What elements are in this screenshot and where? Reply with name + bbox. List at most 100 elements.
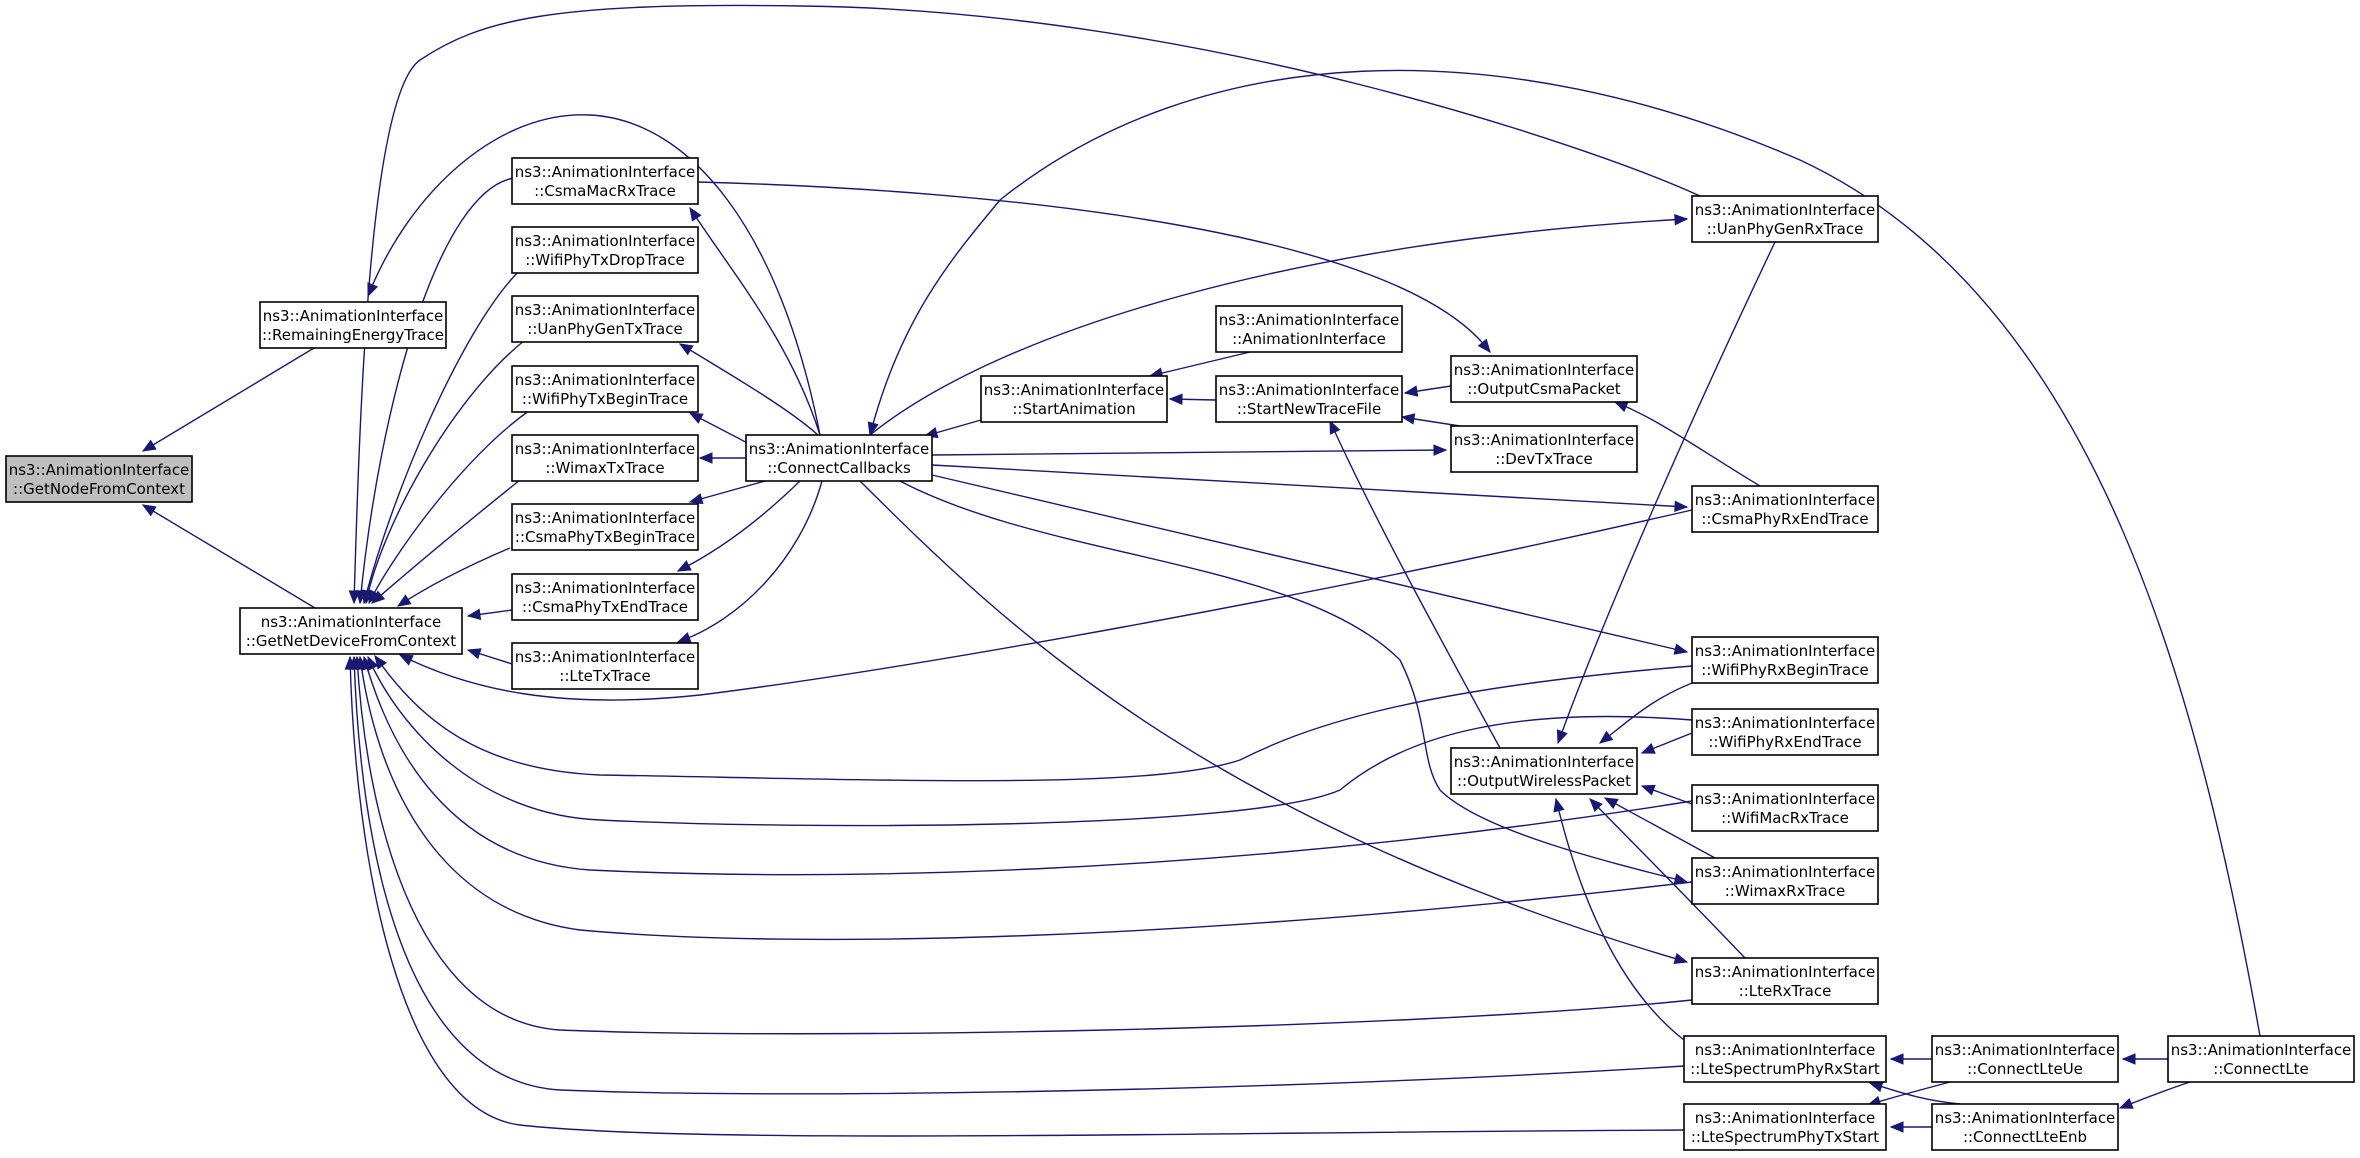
node-LteTxTrace[interactable]: ns3::AnimationInterface::LteTxTrace xyxy=(511,642,699,690)
node-ConnectLteUe[interactable]: ns3::AnimationInterface::ConnectLteUe xyxy=(1931,1035,2119,1083)
edge-arrowhead xyxy=(367,282,379,298)
node-box xyxy=(239,607,463,655)
node-namespace-label: ns3::AnimationInterface xyxy=(1454,361,1635,379)
node-AnimationInterface[interactable]: ns3::AnimationInterface::AnimationInterf… xyxy=(1215,305,1403,353)
node-ConnectCallbacks[interactable]: ns3::AnimationInterface::ConnectCallback… xyxy=(745,434,933,482)
node-OutputCsmaPacket[interactable]: ns3::AnimationInterface::OutputCsmaPacke… xyxy=(1450,355,1638,403)
edge-arrowhead xyxy=(141,439,157,452)
edge-ConnectLteEnb-to-LteSpectrumPhyTxStart xyxy=(1889,1121,1932,1133)
node-WifiPhyRxEndTrace[interactable]: ns3::AnimationInterface::WifiPhyRxEndTra… xyxy=(1691,708,1879,756)
node-method-label: ::WifiPhyRxEndTrace xyxy=(1708,733,1861,751)
edge-ConnectCallbacks-to-WifiPhyRxBeginTrace xyxy=(931,474,1689,655)
node-box xyxy=(1691,708,1879,756)
node-namespace-label: ns3::AnimationInterface xyxy=(9,461,190,479)
edge-arrowhead xyxy=(2121,1053,2136,1065)
edge-WifiMacRxTrace-to-OutputWirelessPacket xyxy=(1640,784,1693,805)
edge-arrowhead xyxy=(688,412,704,424)
node-method-label: ::RemainingEnergyTrace xyxy=(262,326,444,344)
node-WimaxTxTrace[interactable]: ns3::AnimationInterface::WimaxTxTrace xyxy=(511,434,699,482)
edge-CsmaMacRxTrace-to-GetNetDeviceFromContext xyxy=(355,177,515,605)
node-LteSpectrumPhyTxStart[interactable]: ns3::AnimationInterface::LteSpectrumPhyT… xyxy=(1683,1103,1887,1151)
node-box xyxy=(1691,485,1879,533)
edge-LteSpectrumPhyRxStart-to-OutputWirelessPacket xyxy=(1553,797,1685,1041)
edge-arrowhead xyxy=(1673,643,1689,655)
node-namespace-label: ns3::AnimationInterface xyxy=(1695,642,1876,660)
edge-LteRxTrace-to-GetNetDeviceFromContext xyxy=(352,655,1693,1035)
node-method-label: ::LteTxTrace xyxy=(559,667,650,685)
node-CsmaPhyTxBeginTrace[interactable]: ns3::AnimationInterface::CsmaPhyTxBeginT… xyxy=(511,503,699,551)
node-box xyxy=(1683,1035,1887,1083)
edge-line xyxy=(356,656,1693,1035)
edge-LteSpectrumPhyTxStart-to-GetNetDeviceFromContext xyxy=(344,655,1685,1137)
node-WimaxRxTrace[interactable]: ns3::AnimationInterface::WimaxRxTrace xyxy=(1691,857,1879,905)
edges-layer xyxy=(141,4,2261,1137)
node-method-label: ::OutputWirelessPacket xyxy=(1457,772,1631,790)
node-ConnectLte[interactable]: ns3::AnimationInterface::ConnectLte xyxy=(2167,1035,2355,1083)
node-ConnectLteEnb[interactable]: ns3::AnimationInterface::ConnectLteEnb xyxy=(1931,1103,2119,1151)
node-OutputWirelessPacket[interactable]: ns3::AnimationInterface::OutputWirelessP… xyxy=(1450,747,1638,795)
edge-ConnectCallbacks-to-UanPhyGenRxTrace xyxy=(869,213,1689,436)
node-LteSpectrumPhyRxStart[interactable]: ns3::AnimationInterface::LteSpectrumPhyR… xyxy=(1683,1035,1887,1083)
node-box xyxy=(1215,305,1403,353)
node-CsmaPhyTxEndTrace[interactable]: ns3::AnimationInterface::CsmaPhyTxEndTra… xyxy=(511,573,699,621)
node-method-label: ::WimaxTxTrace xyxy=(545,459,664,477)
node-namespace-label: ns3::AnimationInterface xyxy=(1695,491,1876,509)
edge-arrowhead xyxy=(371,590,386,604)
edge-arrowhead xyxy=(1477,338,1491,354)
nodes-layer: ns3::AnimationInterface::GetNodeFromCont… xyxy=(5,157,2355,1151)
node-GetNodeFromContext[interactable]: ns3::AnimationInterface::GetNodeFromCont… xyxy=(5,455,193,503)
node-method-label: ::CsmaPhyTxBeginTrace xyxy=(515,528,695,546)
edge-line xyxy=(371,479,521,604)
edge-ConnectCallbacks-to-RemainingEnergyTrace xyxy=(367,114,821,436)
edge-WimaxTxTrace-to-GetNetDeviceFromContext xyxy=(371,479,521,604)
node-namespace-label: ns3::AnimationInterface xyxy=(263,307,444,325)
edge-LteTxTrace-to-GetNetDeviceFromContext xyxy=(466,648,513,665)
edge-line xyxy=(353,656,1685,1095)
edge-arrowhead xyxy=(676,632,692,643)
edge-arrowhead xyxy=(1400,413,1416,425)
node-WifiMacRxTrace[interactable]: ns3::AnimationInterface::WifiMacRxTrace xyxy=(1691,784,1879,832)
node-namespace-label: ns3::AnimationInterface xyxy=(749,440,930,458)
node-WifiPhyTxBeginTrace[interactable]: ns3::AnimationInterface::WifiPhyTxBeginT… xyxy=(511,365,699,413)
edge-line xyxy=(1604,797,1716,859)
edge-WifiPhyRxBeginTrace-to-OutputWirelessPacket xyxy=(1598,682,1693,744)
edge-arrowhead xyxy=(466,648,482,660)
node-CsmaPhyRxEndTrace[interactable]: ns3::AnimationInterface::CsmaPhyRxEndTra… xyxy=(1691,485,1879,533)
node-StartNewTraceFile[interactable]: ns3::AnimationInterface::StartNewTraceFi… xyxy=(1215,375,1403,423)
node-CsmaMacRxTrace[interactable]: ns3::AnimationInterface::CsmaMacRxTrace xyxy=(511,157,699,205)
edge-line xyxy=(365,339,526,604)
node-method-label: ::StartAnimation xyxy=(1012,400,1135,418)
node-LteRxTrace[interactable]: ns3::AnimationInterface::LteRxTrace xyxy=(1691,957,1879,1005)
edge-arrowhead xyxy=(867,421,879,437)
edge-line xyxy=(869,218,1688,436)
node-UanPhyGenRxTrace[interactable]: ns3::AnimationInterface::UanPhyGenRxTrac… xyxy=(1691,195,1879,243)
edge-arrowhead xyxy=(1603,797,1619,810)
node-GetNetDeviceFromContext[interactable]: ns3::AnimationInterface::GetNetDeviceFro… xyxy=(239,607,463,655)
edge-WimaxRxTrace-to-OutputWirelessPacket xyxy=(1603,797,1716,859)
node-namespace-label: ns3::AnimationInterface xyxy=(261,613,442,631)
node-namespace-label: ns3::AnimationInterface xyxy=(1219,381,1400,399)
node-RemainingEnergyTrace[interactable]: ns3::AnimationInterface::RemainingEnergy… xyxy=(259,301,447,349)
node-WifiPhyTxDropTrace[interactable]: ns3::AnimationInterface::WifiPhyTxDropTr… xyxy=(511,226,699,274)
edge-StartNewTraceFile-to-StartAnimation xyxy=(1168,393,1217,406)
node-method-label: ::CsmaPhyRxEndTrace xyxy=(1701,510,1868,528)
edge-LteRxTrace-to-OutputWirelessPacket xyxy=(1589,798,1746,959)
node-method-label: ::ConnectLteUe xyxy=(1967,1060,2083,1078)
node-namespace-label: ns3::AnimationInterface xyxy=(1935,1109,2116,1127)
node-method-label: ::WimaxRxTrace xyxy=(1725,882,1846,900)
edge-ConnectLteUe-to-LteSpectrumPhyRxStart xyxy=(1889,1053,1932,1065)
edge-ConnectCallbacks-to-LteTxTrace xyxy=(676,480,823,643)
edge-arrowhead xyxy=(1868,1081,1884,1093)
node-namespace-label: ns3::AnimationInterface xyxy=(1695,714,1876,732)
node-namespace-label: ns3::AnimationInterface xyxy=(1695,1041,1876,1059)
node-WifiPhyRxBeginTrace[interactable]: ns3::AnimationInterface::WifiPhyRxBeginT… xyxy=(1691,636,1879,684)
node-namespace-label: ns3::AnimationInterface xyxy=(515,579,696,597)
edge-WifiPhyRxEndTrace-to-OutputWirelessPacket xyxy=(1640,732,1693,754)
node-UanPhyGenTxTrace[interactable]: ns3::AnimationInterface::UanPhyGenTxTrac… xyxy=(511,295,699,343)
edge-line xyxy=(1557,241,1776,744)
node-box xyxy=(1931,1035,2119,1083)
edge-CsmaPhyRxEndTrace-to-GetNetDeviceFromContext xyxy=(398,509,1693,701)
node-DevTxTrace[interactable]: ns3::AnimationInterface::DevTxTrace xyxy=(1450,425,1638,473)
node-box xyxy=(1450,355,1638,403)
node-StartAnimation[interactable]: ns3::AnimationInterface::StartAnimation xyxy=(980,375,1168,423)
